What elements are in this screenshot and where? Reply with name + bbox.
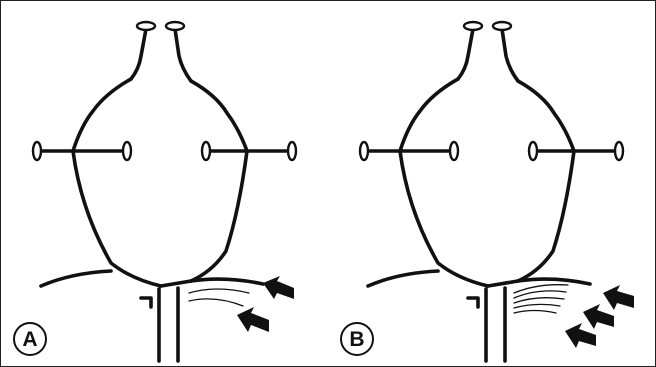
bottom-junction	[488, 281, 518, 286]
arrow-icon	[263, 276, 294, 299]
arrow-icon	[237, 307, 269, 332]
left-descending	[400, 151, 488, 286]
bottom-junction	[161, 281, 191, 286]
collateral-2	[514, 291, 566, 298]
left-descending	[73, 151, 161, 286]
collateral-5	[514, 311, 556, 314]
top-left-end	[137, 22, 155, 30]
left-upper-branch	[400, 79, 458, 151]
left-upper-branch	[73, 79, 131, 151]
top-right-end	[493, 22, 511, 30]
left-small-branch	[468, 298, 478, 307]
top-left-trunk	[458, 29, 473, 79]
left-arm-inner-end	[123, 142, 131, 160]
top-left-end	[464, 22, 482, 30]
left-arm-end	[360, 142, 368, 160]
collateral-1	[189, 289, 249, 293]
bottom-right-arm	[191, 279, 263, 284]
collateral-4	[514, 304, 560, 308]
right-descending	[518, 151, 574, 281]
arrow-icon	[565, 323, 596, 348]
top-left-trunk	[131, 29, 146, 79]
arrow-icon	[583, 304, 614, 329]
top-right-trunk	[175, 29, 191, 81]
right-descending	[191, 151, 247, 281]
right-arm-end	[615, 142, 623, 160]
right-upper-branch	[191, 81, 247, 151]
bottom-right-arm	[518, 279, 590, 284]
right-arm-inner-end	[529, 142, 537, 160]
vessel-diagram-a	[1, 1, 328, 366]
label-badge: A	[13, 322, 47, 356]
right-arm-end	[288, 142, 296, 160]
collateral-3	[514, 298, 564, 303]
left-arm-inner-end	[450, 142, 458, 160]
arrow-icon	[603, 285, 634, 310]
bottom-left-arm	[41, 271, 111, 286]
vessel-diagram-b	[328, 1, 655, 366]
label-badge: B	[340, 322, 374, 356]
top-right-end	[166, 22, 184, 30]
bottom-left-arm	[368, 271, 438, 286]
right-upper-branch	[518, 81, 574, 151]
collateral-2	[189, 299, 243, 306]
panel-b: B	[328, 1, 655, 366]
left-small-branch	[141, 298, 151, 307]
panel-a: A	[1, 1, 328, 366]
left-arm-end	[33, 142, 41, 160]
right-arm-inner-end	[202, 142, 210, 160]
top-right-trunk	[502, 29, 518, 81]
